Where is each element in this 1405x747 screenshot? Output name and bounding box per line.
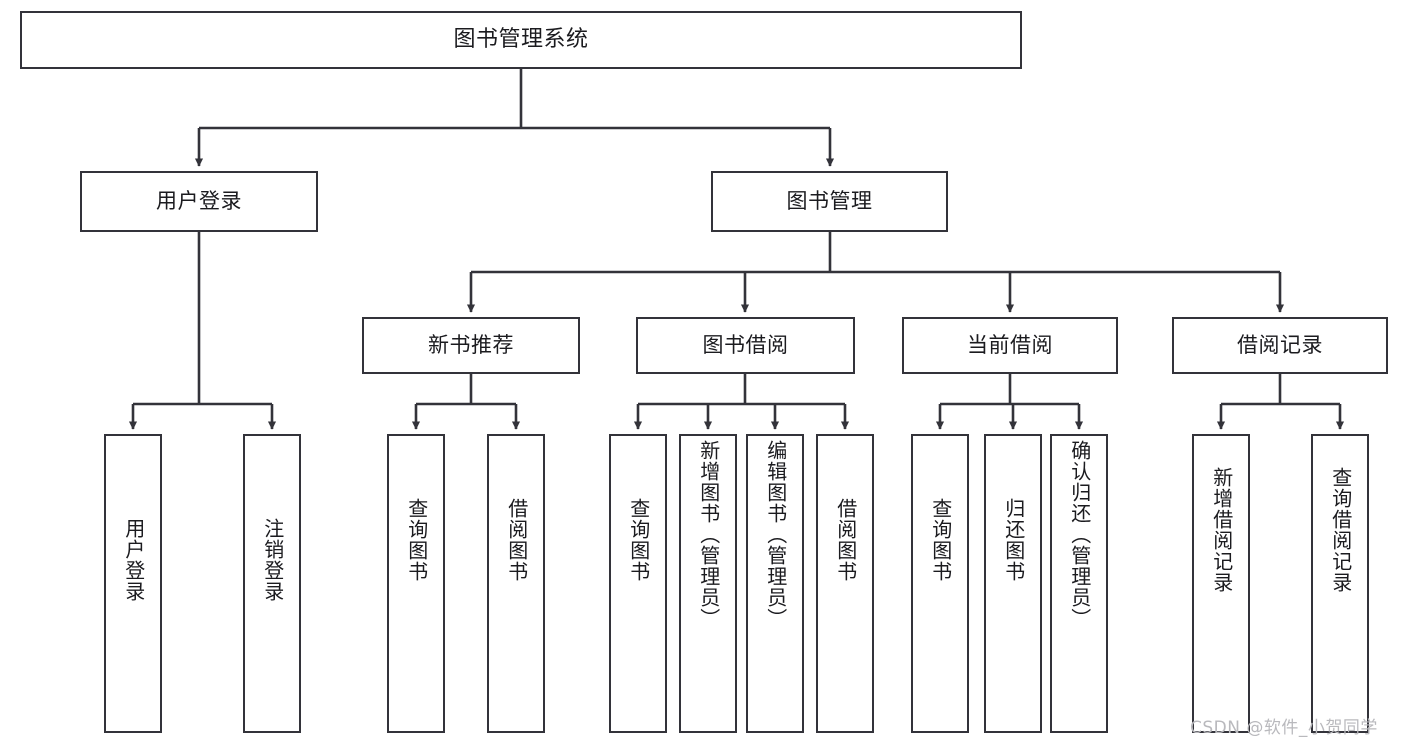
node-new-book-rec[interactable]: 新书推荐 [362, 317, 580, 374]
node-leaf-return-book[interactable]: 归还图书 [984, 434, 1042, 733]
node-current-borrow[interactable]: 当前借阅 [902, 317, 1118, 374]
node-label: 图书管理系统 [453, 26, 589, 52]
node-label: 新增借阅记录 [1209, 467, 1234, 593]
node-label: 注销登录 [260, 518, 285, 602]
node-label: 图书借阅 [702, 332, 789, 357]
node-label: 当前借阅 [967, 332, 1053, 357]
node-label: 借阅图书 [833, 498, 858, 582]
node-leaf-query-book-2[interactable]: 查询图书 [609, 434, 667, 733]
node-label: 查询图书 [928, 498, 953, 582]
node-leaf-query-book-1[interactable]: 查询图书 [387, 434, 445, 733]
node-leaf-edit-book[interactable]: 编辑图书（管理员） [746, 434, 804, 733]
node-label: 借阅图书 [504, 498, 529, 582]
node-leaf-user-login[interactable]: 用户登录 [104, 434, 162, 733]
node-book-borrow[interactable]: 图书借阅 [636, 317, 855, 374]
node-label: 用户登录 [156, 188, 242, 213]
node-leaf-logout[interactable]: 注销登录 [243, 434, 301, 733]
node-leaf-add-record[interactable]: 新增借阅记录 [1192, 434, 1250, 733]
node-label: 确认归还（管理员） [1067, 440, 1092, 629]
node-book-manage[interactable]: 图书管理 [711, 171, 948, 232]
node-label: 查询图书 [626, 498, 651, 582]
node-leaf-add-book[interactable]: 新增图书（管理员） [679, 434, 737, 733]
node-leaf-borrow-book-1[interactable]: 借阅图书 [487, 434, 545, 733]
node-leaf-borrow-book-2[interactable]: 借阅图书 [816, 434, 874, 733]
node-label: 图书管理 [786, 188, 873, 213]
node-label: 借阅记录 [1237, 332, 1323, 357]
node-label: 编辑图书（管理员） [763, 440, 788, 629]
node-leaf-query-book-3[interactable]: 查询图书 [911, 434, 969, 733]
node-label: 查询图书 [404, 498, 429, 582]
node-label: 用户登录 [121, 518, 146, 602]
node-label: 查询借阅记录 [1328, 467, 1353, 593]
node-user-login[interactable]: 用户登录 [80, 171, 318, 232]
node-leaf-confirm-return[interactable]: 确认归还（管理员） [1050, 434, 1108, 733]
node-label: 新书推荐 [428, 332, 514, 357]
node-root-system[interactable]: 图书管理系统 [20, 11, 1022, 69]
node-leaf-query-record[interactable]: 查询借阅记录 [1311, 434, 1369, 733]
watermark-text: CSDN @软件_小贺同学 [1190, 718, 1378, 738]
node-label: 新增图书（管理员） [696, 440, 721, 629]
node-borrow-record[interactable]: 借阅记录 [1172, 317, 1388, 374]
node-label: 归还图书 [1001, 498, 1026, 582]
